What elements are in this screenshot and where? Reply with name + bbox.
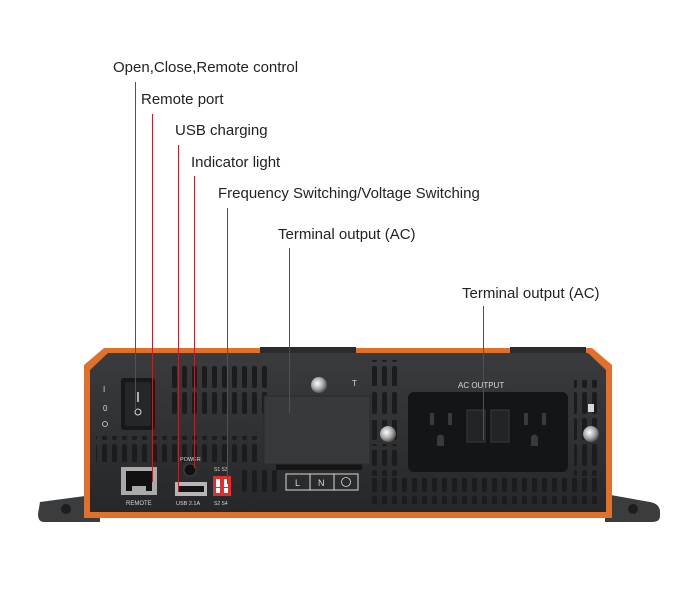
leader-line-usb-charging bbox=[178, 145, 179, 492]
usb-port[interactable] bbox=[175, 482, 207, 496]
leader-line-terminal-right bbox=[483, 306, 484, 440]
gfci-buttons[interactable] bbox=[466, 409, 510, 443]
usb-label: USB 2.1A bbox=[176, 501, 200, 507]
terminal-l-label: L bbox=[295, 478, 300, 488]
callout-usb-charging: USB charging bbox=[175, 122, 268, 139]
leader-line-frequency bbox=[227, 208, 228, 484]
status-led bbox=[588, 404, 594, 412]
terminal-n-label: N bbox=[318, 478, 325, 488]
switch-on-mark: I bbox=[103, 385, 105, 394]
callout-remote-port: Remote port bbox=[141, 91, 224, 108]
leader-line-terminal-left bbox=[289, 248, 290, 413]
terminal-block-cover[interactable] bbox=[263, 395, 371, 465]
power-label: POWER bbox=[180, 457, 201, 463]
leader-line-open-close bbox=[135, 82, 136, 410]
remote-port[interactable] bbox=[121, 467, 157, 495]
callout-indicator-light: Indicator light bbox=[191, 154, 281, 171]
leader-line-indicator bbox=[194, 176, 195, 468]
terminal-header-label: T bbox=[352, 379, 357, 388]
terminal-labels-strip bbox=[285, 473, 359, 491]
bolt-icon bbox=[380, 426, 396, 442]
leader-line-remote-port bbox=[152, 114, 153, 482]
dip-label-bottom: S2 S4 bbox=[214, 501, 228, 507]
mounting-foot-right bbox=[605, 494, 660, 522]
callout-frequency-switching: Frequency Switching/Voltage Switching bbox=[218, 185, 480, 202]
indicator-light bbox=[183, 463, 197, 477]
remote-mode-icon bbox=[102, 421, 108, 427]
ac-outlet-left[interactable] bbox=[430, 413, 452, 446]
remote-label: REMOTE bbox=[126, 501, 152, 507]
vent-grille-top bbox=[170, 362, 270, 388]
dip-label-top: S1 S3 bbox=[214, 467, 228, 473]
bolt-icon bbox=[583, 426, 599, 442]
callout-terminal-output-right: Terminal output (AC) bbox=[462, 285, 600, 302]
bolt-icon bbox=[311, 377, 327, 393]
callout-terminal-output-left: Terminal output (AC) bbox=[278, 226, 416, 243]
dip-switch[interactable] bbox=[213, 476, 231, 496]
power-rocker-switch[interactable] bbox=[121, 378, 155, 430]
ac-output-label: AC OUTPUT bbox=[458, 381, 504, 390]
ac-outlet-right[interactable] bbox=[524, 413, 546, 446]
ground-icon bbox=[341, 477, 351, 487]
callout-open-close: Open,Close,Remote control bbox=[113, 59, 299, 76]
switch-off-mark: 0 bbox=[103, 404, 108, 413]
ac-outlet-panel bbox=[408, 392, 568, 472]
